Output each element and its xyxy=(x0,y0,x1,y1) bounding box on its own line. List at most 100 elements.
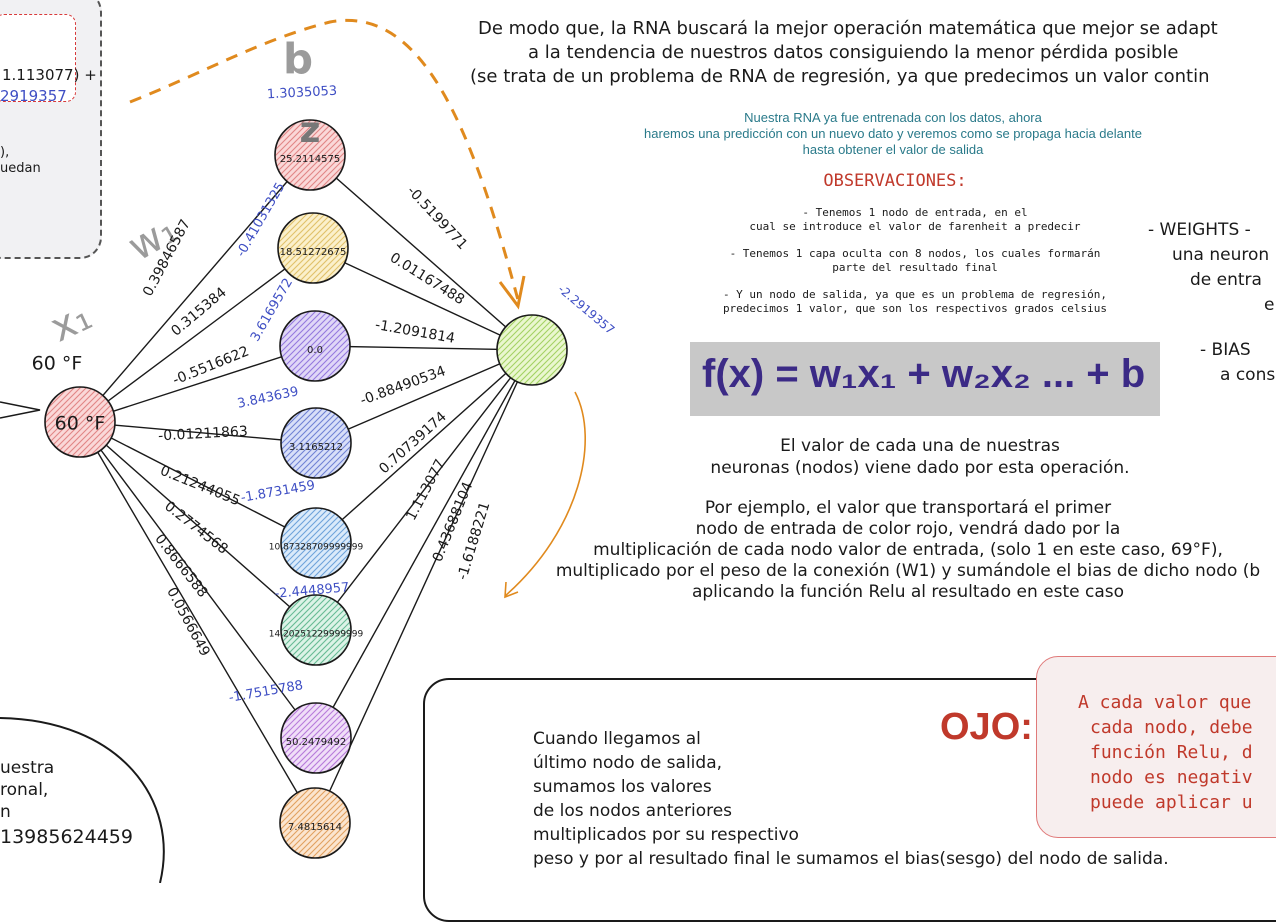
ojo-box xyxy=(1036,656,1276,838)
teal-note: Nuestra RNA ya fue entrenada con los dat… xyxy=(600,110,1186,158)
edge-input-hidden-3 xyxy=(79,345,316,423)
ojo-line-5: puede aplicar u xyxy=(1090,792,1253,813)
bottom-left-line-4: 13985624459 xyxy=(0,826,133,848)
output-weight-4: -0.88490534 xyxy=(358,363,448,409)
z-label: z xyxy=(300,110,321,151)
output-arrowhead-icon xyxy=(504,581,519,599)
hidden-bias-7: -1.7515788 xyxy=(228,678,304,706)
x1-label: x₁ xyxy=(43,293,98,351)
explanation-line-5: multiplicación de cada nodo valor de ent… xyxy=(593,540,1223,560)
explanation-line-2: neuronas (nodos) viene dado por esta ope… xyxy=(710,458,1130,478)
output-weight-3: -1.2091814 xyxy=(374,317,456,347)
network-nodes xyxy=(44,119,568,859)
edge-hidden-output-2 xyxy=(312,247,533,351)
network-edges xyxy=(79,154,533,824)
hidden-bias-6: -2.4448957 xyxy=(274,580,350,601)
obs-item-1-line-2: cual se introduce el valor de farenheit … xyxy=(749,220,1081,233)
input-weight-4: -0.01211863 xyxy=(158,424,248,445)
obs-item-1-line-1: - Tenemos 1 nodo de entrada, en el xyxy=(802,206,1028,219)
input-weight-3: -0.5516622 xyxy=(171,343,252,388)
input-node-label: 60 °F xyxy=(55,413,106,435)
output-weight-6: 1.113077 xyxy=(403,457,448,524)
explanation-line-7: aplicando la función Relu al resultado e… xyxy=(691,582,1125,602)
neural-network-diagram: 60 °F60 °Fx₁-2.291935725.211457518.51272… xyxy=(0,18,617,883)
bottom-box-line-6: peso y por al resultado final le sumamos… xyxy=(533,849,1169,869)
explanation-top: El valor de cada una de nuestras neurona… xyxy=(660,435,1180,479)
hidden-node-7 xyxy=(280,702,352,774)
obs-item-3-line-1: - Y un nodo de salida, ya que es un prob… xyxy=(722,288,1108,301)
hidden-bias-1: 1.3035053 xyxy=(266,84,337,103)
hidden-node-value-5: 10.87328709999999 xyxy=(269,543,364,553)
weights-line-3: de entra xyxy=(1190,270,1262,290)
hidden-node-value-2: 18.51272675 xyxy=(280,247,347,258)
hidden-node-8 xyxy=(279,787,351,859)
bottom-box-line-5: multiplicados por su respectivo xyxy=(533,825,799,845)
bottom-left-line-3: n xyxy=(0,802,11,822)
panel-text-1: 1.113077) + xyxy=(2,66,97,84)
ojo-text: A cada valor que cada nodo, debe función… xyxy=(1078,690,1253,815)
hidden-node-value-4: 3.1165212 xyxy=(289,442,343,453)
dashed-arrowhead-icon xyxy=(498,275,526,310)
weights-line-1: - WEIGHTS - xyxy=(1148,220,1251,240)
edge-hidden-output-7 xyxy=(315,349,533,739)
hidden-node-value-3: 0.0 xyxy=(307,345,323,356)
bottom-box-text: Cuando llegamos al último nodo de salida… xyxy=(533,727,1169,871)
explanation-line-4: nodo de entrada de color rojo, vendrá da… xyxy=(695,519,1121,539)
edge-input-hidden-8 xyxy=(79,421,316,824)
b-label: b xyxy=(283,35,313,84)
explanation-line-6: multiplicado por el peso de la conexión … xyxy=(555,561,1261,581)
intro-line-2: a la tendencia de nuestros datos consigu… xyxy=(528,42,1179,63)
observaciones-title: OBSERVACIONES: xyxy=(823,171,967,191)
obs-item-3-line-2: predecimos 1 valor, que son los respecti… xyxy=(722,302,1108,315)
edge-input-hidden-2 xyxy=(79,247,314,423)
observaciones-list: - Tenemos 1 nodo de entrada, en el cual … xyxy=(690,206,1140,316)
panel-text-4: uedan xyxy=(0,161,41,176)
input-weight-8: 0.0566649 xyxy=(163,585,213,659)
formula-text: f(x) = w₁x₁ + w₂x₂ ... + b xyxy=(702,352,1146,396)
top-left-panel xyxy=(0,0,102,259)
bottom-left-line-2: ronal, xyxy=(0,780,49,800)
bottom-box-line-3: sumamos los valores xyxy=(533,777,712,797)
input-arrow-icon xyxy=(0,401,41,419)
bottom-box-line-1: Cuando llegamos al xyxy=(533,729,701,749)
panel-text-3: ), xyxy=(0,145,10,160)
ojo-line-1: A cada valor que xyxy=(1078,692,1252,713)
formula-box: f(x) = w₁x₁ + w₂x₂ ... + b xyxy=(690,342,1160,416)
hidden-bias-4: 3.843639 xyxy=(236,384,300,412)
bottom-left-ellipse xyxy=(0,717,165,883)
input-weight-2: 0.315384 xyxy=(168,284,230,339)
explanation-line-3: Por ejemplo, el valor que transportará e… xyxy=(704,498,1112,518)
bias-line-2: a cons xyxy=(1220,365,1276,385)
weights-line-4: e xyxy=(1264,295,1275,315)
edge-hidden-output-4 xyxy=(315,349,533,444)
intro-line-3: (se trata de un problema de RNA de regre… xyxy=(470,66,1210,87)
edge-input-hidden-4 xyxy=(79,421,317,444)
edge-input-hidden-1 xyxy=(79,154,311,423)
hidden-node-4 xyxy=(280,407,352,479)
hidden-node-value-8: 7.4815614 xyxy=(288,822,342,833)
edge-hidden-output-3 xyxy=(314,345,533,351)
ojo-label: OJO: xyxy=(940,706,1033,748)
obs-item-2-line-1: - Tenemos 1 capa oculta con 8 nodos, los… xyxy=(729,247,1101,260)
hidden-node-value-7: 50.2479492 xyxy=(286,737,346,748)
edge-hidden-output-5 xyxy=(315,349,533,544)
teal-note-line-1: Nuestra RNA ya fue entrenada con los dat… xyxy=(744,110,1042,125)
hidden-node-value-1: 25.2114575 xyxy=(280,154,340,165)
bottom-left-line-1: uestra xyxy=(0,758,55,778)
ojo-line-3: función Relu, d xyxy=(1090,742,1253,763)
intro-line-1: De modo que, la RNA buscará la mejor ope… xyxy=(478,18,1218,39)
hidden-node-3 xyxy=(279,310,351,382)
weights-line-2: una neuron xyxy=(1172,245,1270,265)
teal-note-line-3: hasta obtener el valor de salida xyxy=(802,142,984,157)
explanation-line-1: El valor de cada una de nuestras xyxy=(780,436,1060,456)
bias-line-1: - BIAS xyxy=(1200,340,1251,360)
input-value-label: 60 °F xyxy=(32,353,83,375)
output-arrow-icon xyxy=(504,391,586,597)
edge-input-hidden-5 xyxy=(79,421,317,544)
bottom-box-line-2: último nodo de salida, xyxy=(533,753,723,773)
output-bias-label: -2.2919357 xyxy=(555,282,617,337)
hidden-bias-5: -1.8731459 xyxy=(240,478,316,506)
bottom-box-line-4: de los nodos anteriores xyxy=(533,801,733,821)
formula-snippet-box xyxy=(0,14,76,102)
hidden-node-6 xyxy=(280,594,352,666)
